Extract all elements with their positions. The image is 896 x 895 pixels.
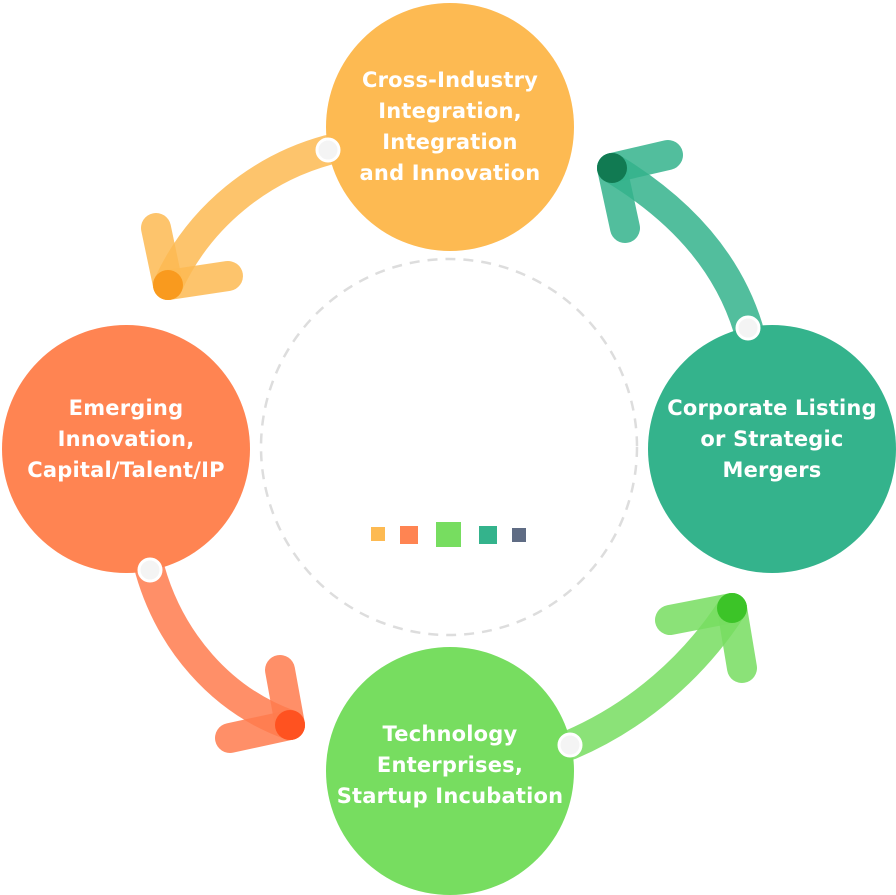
label-line: Enterprises,	[376, 752, 524, 777]
node-bottom-circle	[326, 647, 574, 895]
label-line: Mergers	[722, 457, 822, 482]
connector-dot-right	[735, 315, 761, 341]
node-corporate-listing: Corporate Listing or Strategic Mergers	[648, 325, 896, 573]
connector-dot-top	[315, 137, 341, 163]
connector-dot-bottom	[557, 732, 583, 758]
label-line: and Innovation	[359, 161, 541, 185]
label-line: Integration,	[378, 99, 522, 123]
label-line: Startup Incubation	[336, 783, 564, 808]
node-top-circle	[326, 3, 574, 251]
arrow-left-to-bottom	[135, 555, 305, 753]
arrow-right-to-top	[597, 140, 763, 343]
label-line: Corporate Listing	[667, 395, 877, 420]
node-technology-enterprises-label: Technology Enterprises, Startup Incubati…	[337, 719, 564, 812]
node-corporate-listing-label: Corporate Listing or Strategic Mergers	[667, 393, 876, 486]
connector-dot-left	[137, 557, 163, 583]
node-left-circle	[2, 325, 250, 573]
label-line: Innovation,	[57, 426, 195, 451]
label-line: Emerging	[68, 395, 184, 420]
node-cross-industry: Cross-Industry Integration, Integration …	[326, 3, 574, 251]
swatch-orange-yellow	[371, 527, 385, 541]
center-dashed-ring	[259, 257, 639, 637]
node-technology-enterprises: Technology Enterprises, Startup Incubati…	[326, 647, 574, 895]
node-emerging-innovation-label: Emerging Innovation, Capital/Talent/IP	[27, 393, 224, 486]
label-line: or Strategic	[700, 426, 844, 451]
label-line: Technology	[382, 721, 518, 746]
arrow-bottom-to-right	[555, 593, 757, 760]
swatch-teal	[479, 526, 497, 544]
label-line: Capital/Talent/IP	[27, 457, 225, 482]
swatch-slate	[512, 528, 526, 542]
node-cross-industry-label: Cross-Industry Integration, Integration …	[360, 65, 541, 189]
label-line: Integration	[382, 130, 518, 154]
swatch-green	[436, 522, 461, 547]
label-line: Cross-Industry	[361, 68, 539, 92]
node-right-circle	[648, 325, 896, 573]
arrow-top-to-left	[141, 135, 343, 300]
node-emerging-innovation: Emerging Innovation, Capital/Talent/IP	[2, 325, 250, 573]
connector-dots	[137, 137, 761, 758]
center-swatches	[371, 522, 526, 547]
swatch-orange	[400, 526, 418, 544]
